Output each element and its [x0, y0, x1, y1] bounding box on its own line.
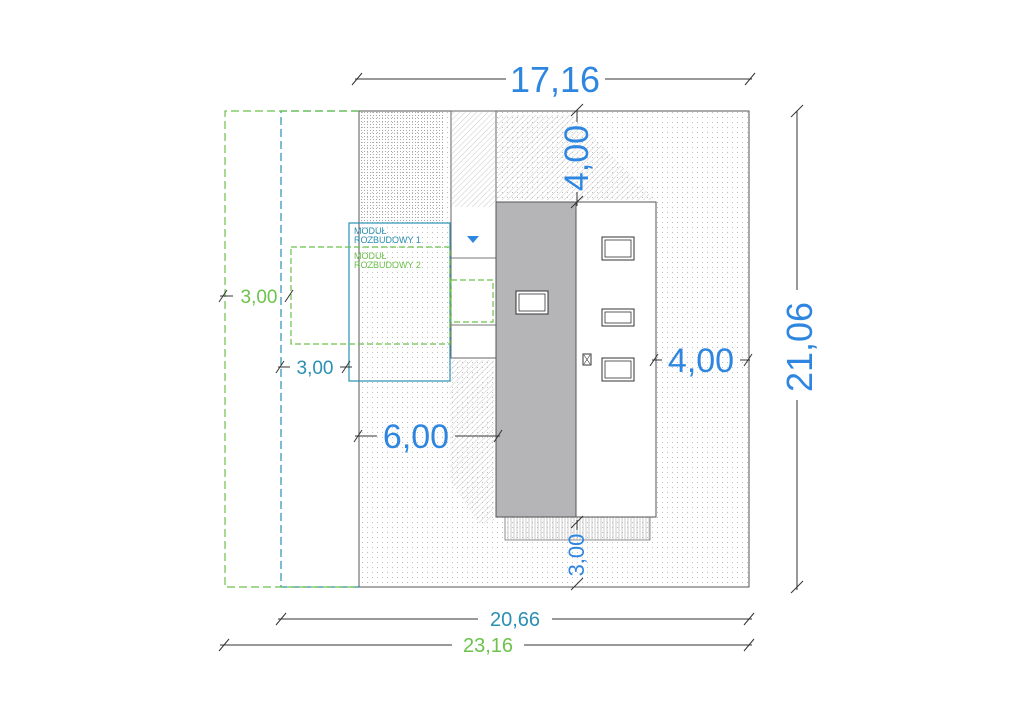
roof-window-inner — [518, 293, 546, 312]
dim-module-right: 4,00 — [668, 342, 734, 380]
dim-tick — [649, 353, 659, 367]
dim-tick — [743, 638, 755, 652]
module-2-label-line2: ROZBUDOWY 2 — [354, 260, 421, 270]
roof-window — [601, 308, 635, 327]
roof-window — [515, 290, 549, 315]
dim-tick — [218, 638, 230, 652]
dim-tick — [570, 515, 584, 529]
driveway-infill — [452, 112, 495, 207]
dim-tick — [218, 289, 228, 303]
dim-tick — [353, 429, 363, 443]
dim-top-width: 17,16 — [510, 59, 600, 100]
dim-module1-depth: 3,00 — [297, 358, 334, 379]
entrance-arrow-icon — [467, 236, 479, 243]
dim-tick — [790, 104, 804, 118]
chimney-icon-cross — [583, 354, 591, 365]
dim-width-module1: 20,66 — [490, 609, 540, 631]
dim-tick — [743, 353, 753, 367]
module-2-envelope — [224, 110, 359, 588]
dim-tick — [341, 360, 351, 374]
dim-module2-depth: 3,00 — [241, 287, 278, 308]
dim-module-bottom: 3,00 — [564, 534, 589, 577]
roof-window-inner — [604, 360, 632, 379]
dim-tick — [493, 429, 503, 443]
plot-dense-strip — [360, 112, 445, 222]
dim-tick — [790, 580, 804, 594]
roof-window — [601, 357, 635, 382]
roof-window — [601, 236, 635, 261]
shadow-hatch — [498, 115, 655, 200]
roof-window-inner — [604, 311, 632, 324]
dim-tick — [351, 72, 363, 86]
roof-window-inner — [604, 239, 632, 258]
module-1-envelope — [280, 110, 359, 588]
module-2-inner — [450, 279, 494, 323]
module-1-outline — [348, 222, 451, 382]
dim-right-height: 21,06 — [779, 302, 820, 392]
dim-tick — [744, 72, 756, 86]
module-2-label-line1: MODUŁ — [354, 251, 387, 261]
module-2-outline — [290, 246, 451, 345]
module-1-label-line1: MODUŁ — [354, 226, 387, 236]
dim-module-left: 6,00 — [383, 418, 449, 456]
dim-tick — [284, 289, 294, 303]
dim-module-top: 4,00 — [558, 125, 596, 191]
shadow-hatch — [450, 360, 494, 525]
dim-tick — [570, 577, 584, 591]
dim-tick — [570, 195, 584, 209]
dim-tick — [743, 612, 755, 626]
dim-tick — [275, 360, 285, 374]
module-1-label-line2: ROZBUDOWY 1 — [354, 235, 421, 245]
dim-width-module2: 23,16 — [463, 635, 513, 657]
dim-tick — [275, 612, 287, 626]
house-roof-dark — [495, 201, 577, 518]
dim-tick — [570, 103, 584, 117]
